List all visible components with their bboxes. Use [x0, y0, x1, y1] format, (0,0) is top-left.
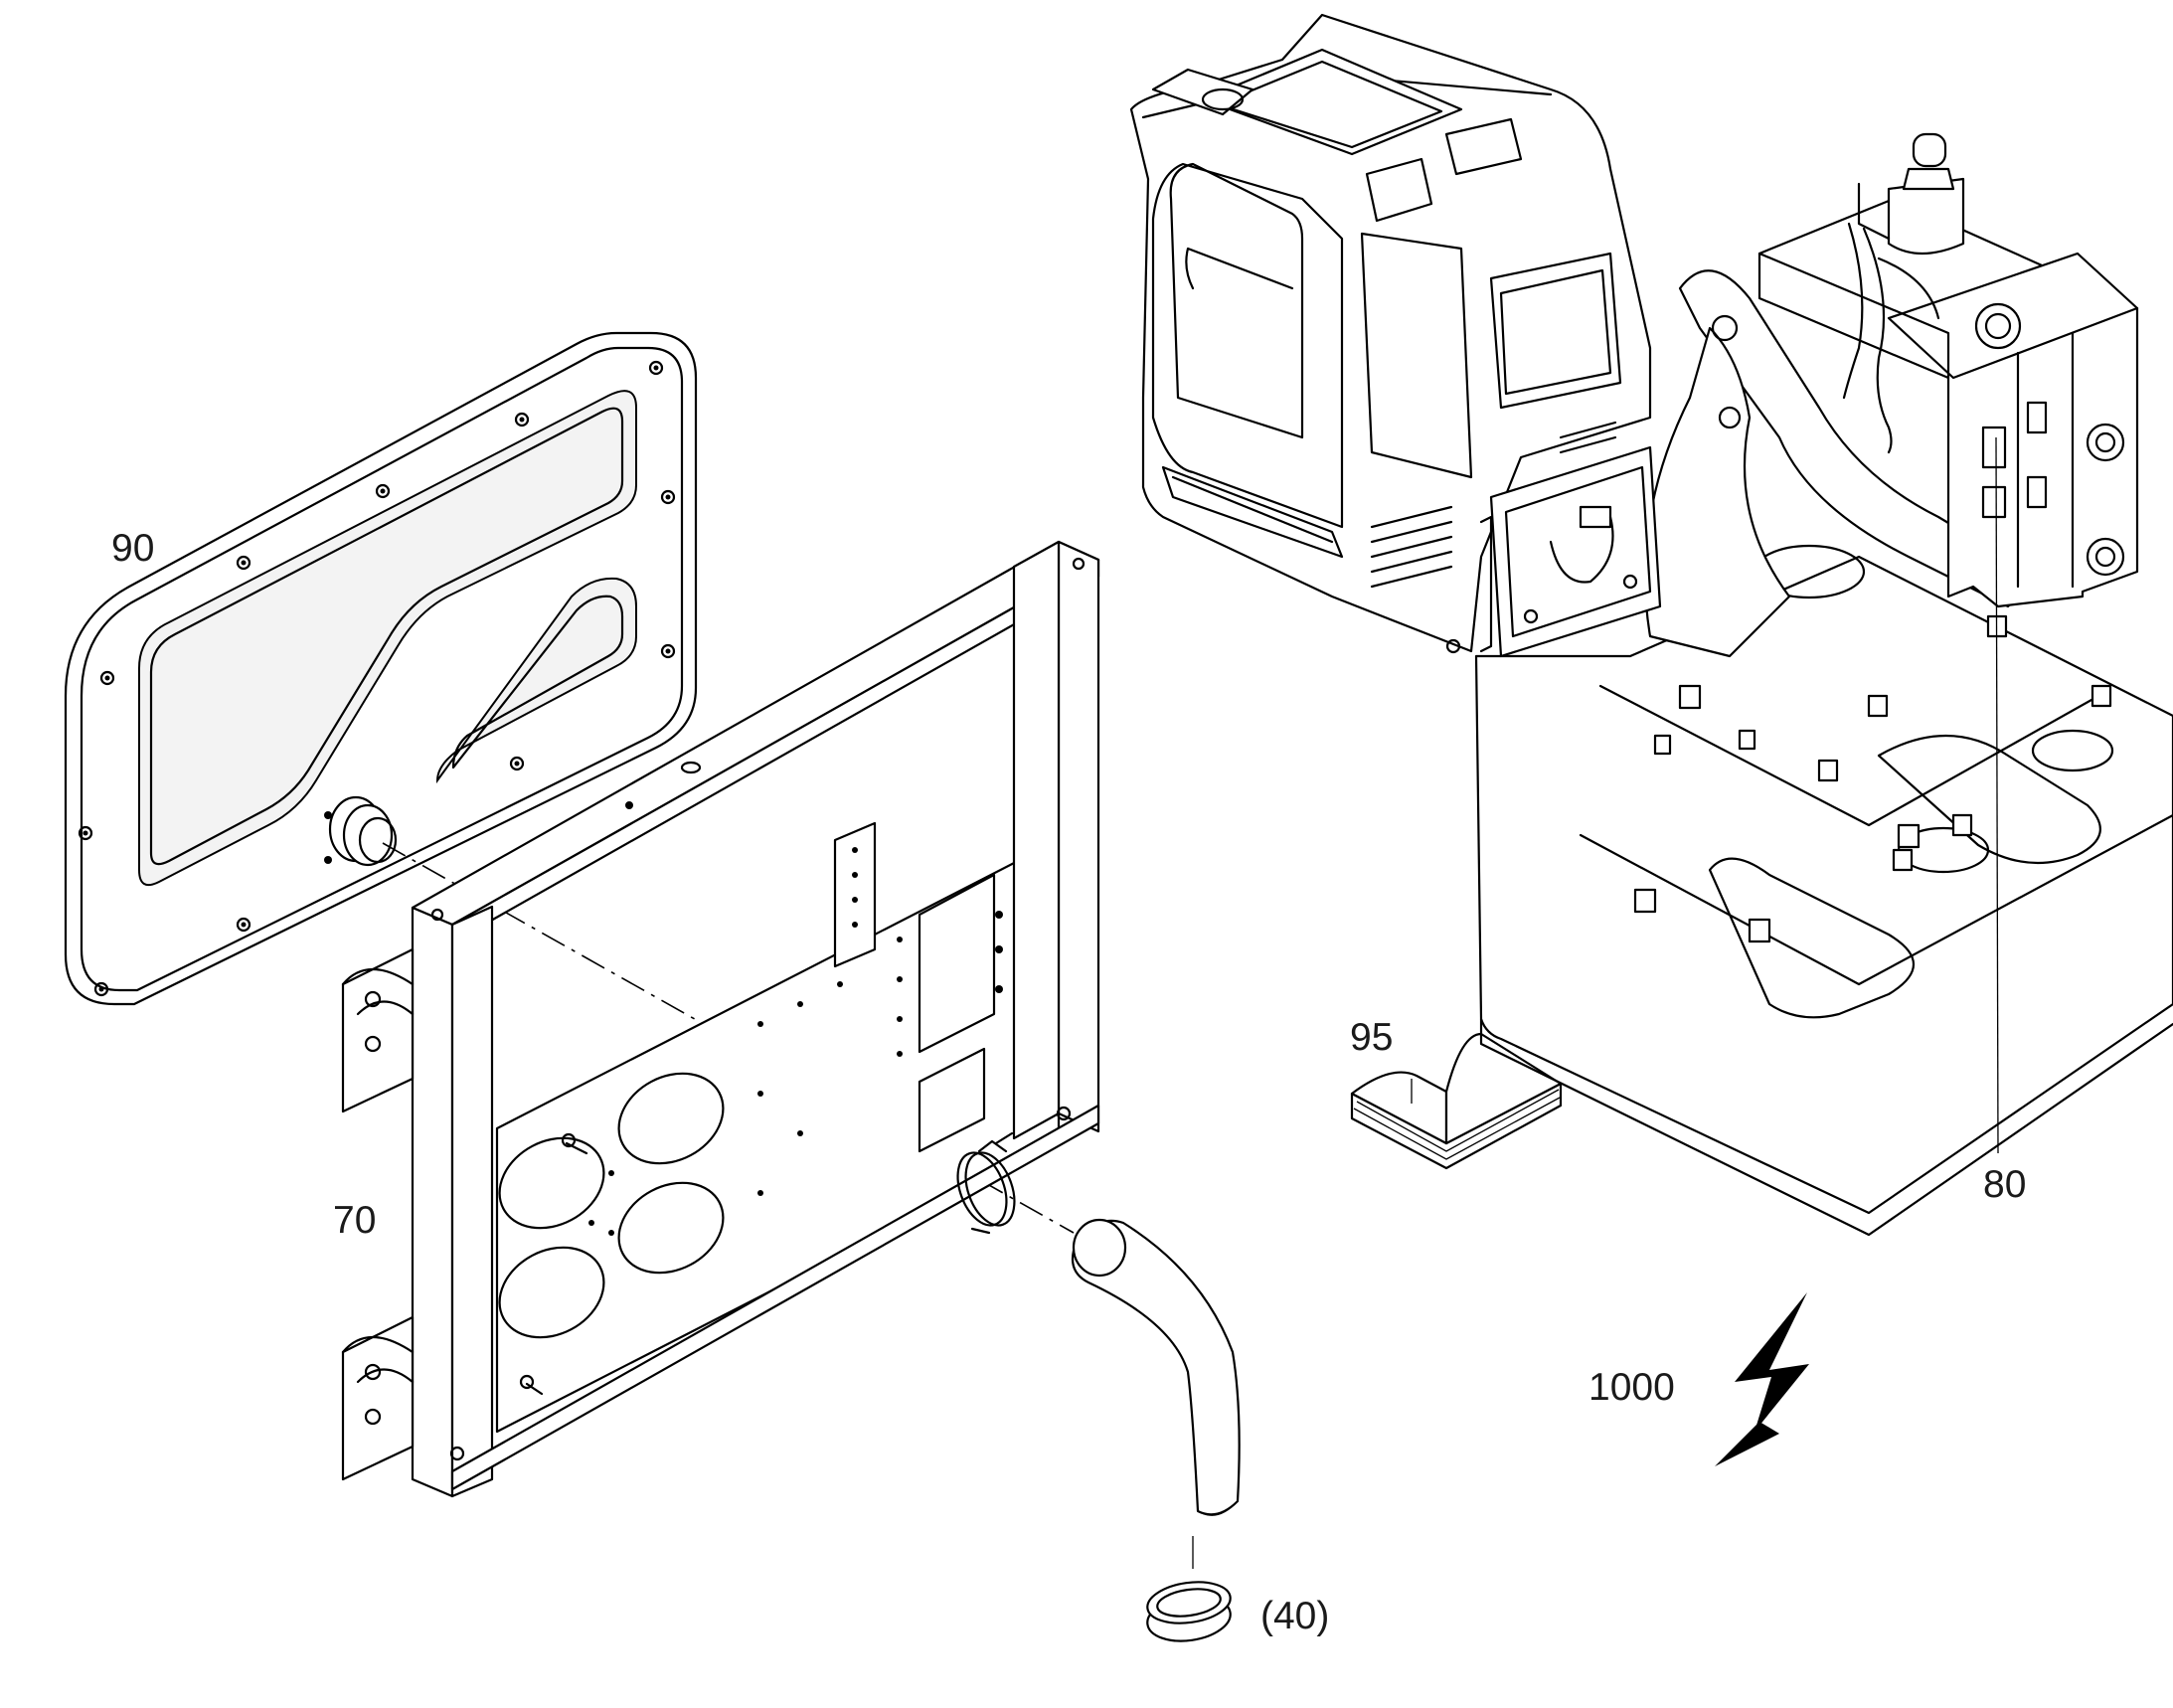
- hose: [1071, 1218, 1241, 1516]
- hose-clamp: [956, 1131, 1016, 1235]
- callout-electrical-system: 1000: [1588, 1366, 1675, 1409]
- callout-manual: 95: [1350, 1016, 1394, 1059]
- excavator-upper-structure: [1129, 13, 2173, 1237]
- callout-control-unit: 80: [1983, 1163, 2027, 1206]
- seal-ring: [1146, 1581, 1232, 1642]
- side-panel-cover: [64, 331, 698, 1006]
- panel-connector: [324, 795, 398, 867]
- lightning-bolt-icon: [1715, 1292, 1809, 1466]
- callout-mounting-frame: 70: [333, 1199, 377, 1242]
- panel-bolts: [78, 360, 676, 997]
- mounting-frame: [341, 540, 1100, 1498]
- callout-hose-seal: (40): [1260, 1595, 1330, 1637]
- open-book-icon: [1350, 1032, 1563, 1170]
- control-unit-leader-line: [1995, 436, 1999, 1154]
- callout-side-panel: 90: [111, 527, 155, 570]
